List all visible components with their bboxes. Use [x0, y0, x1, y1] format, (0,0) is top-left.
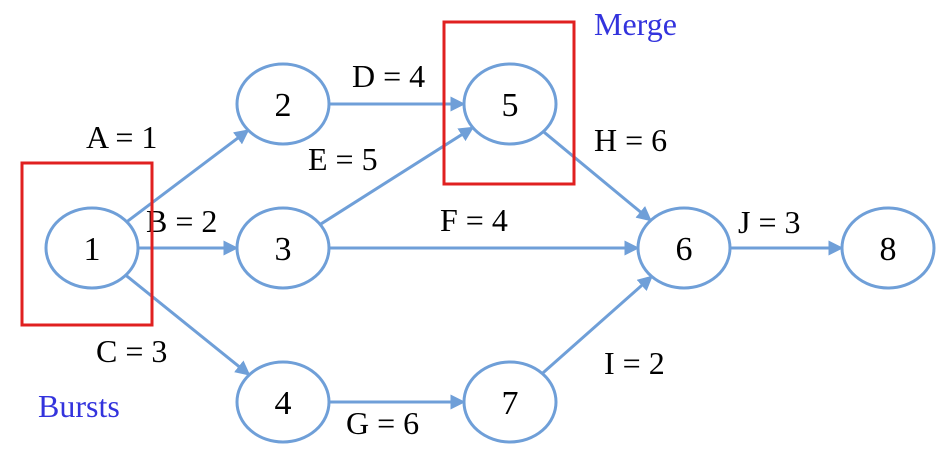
node-4: 4	[235, 360, 331, 444]
edge-label-j: J = 3	[738, 204, 801, 240]
bursts-callout: Bursts	[38, 388, 120, 424]
node-5: 5	[462, 62, 558, 146]
edge-label-h: H = 6	[594, 122, 667, 158]
edge-label-i: I = 2	[604, 345, 665, 381]
node-8: 8	[840, 206, 936, 290]
node-label: 3	[275, 231, 292, 268]
node-3: 3	[235, 206, 331, 290]
node-label: 5	[502, 87, 519, 124]
edge-label-b: B = 2	[146, 203, 217, 239]
edge-arrow-a	[125, 129, 250, 223]
edges-layer	[124, 96, 844, 410]
node-circle	[44, 206, 140, 290]
nodes-layer: 1 2 3 4 5 6 7 8	[44, 62, 936, 444]
node-circle	[462, 62, 558, 146]
edge-labels-layer: A = 1 B = 2 C = 3 D = 4 E = 5 F = 4 G = 6 H = 6…	[86, 58, 801, 441]
node-2: 2	[235, 62, 331, 146]
node-label: 2	[275, 87, 292, 124]
node-circle	[840, 206, 936, 290]
edge-label-f: F = 4	[440, 202, 508, 238]
edge-label-g: G = 6	[346, 405, 419, 441]
node-circle	[636, 206, 732, 290]
edge-label-d: D = 4	[352, 58, 425, 94]
bursts-highlight-box	[20, 161, 154, 327]
merge-callout: Merge	[594, 6, 677, 42]
edge-label-c: C = 3	[96, 333, 167, 369]
node-label: 4	[275, 385, 292, 422]
node-label: 7	[502, 385, 519, 422]
edge-label-a: A = 1	[86, 119, 157, 155]
node-circle	[462, 360, 558, 444]
node-label: 1	[84, 231, 101, 268]
edge-arrow-h	[542, 130, 652, 222]
node-1: 1	[44, 206, 140, 290]
node-label: 6	[676, 231, 693, 268]
node-circle	[235, 62, 331, 146]
node-label: 8	[880, 231, 897, 268]
node-circle	[235, 360, 331, 444]
merge-highlight-box	[442, 20, 576, 186]
node-6: 6	[636, 206, 732, 290]
node-7: 7	[462, 360, 558, 444]
node-circle	[235, 206, 331, 290]
edge-arrow-i	[541, 275, 653, 375]
edge-label-e: E = 5	[308, 141, 378, 177]
edge-arrow-e	[319, 126, 475, 226]
edge-arrow-c	[124, 274, 251, 376]
